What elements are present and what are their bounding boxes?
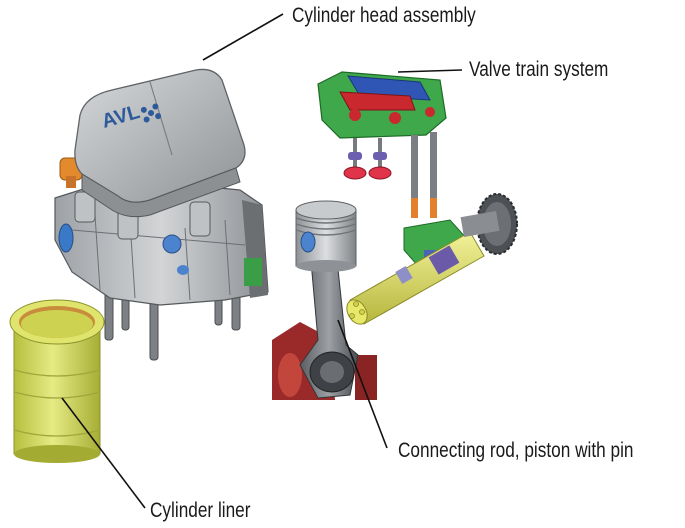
label-valve-train-system: Valve train system <box>469 58 609 81</box>
rocker-arm-red <box>339 91 416 111</box>
valve-cover-ridge <box>149 81 173 156</box>
crank-web-right <box>355 355 377 400</box>
connecting-rod-piston <box>272 200 377 400</box>
leader-cylinder-head <box>202 13 284 61</box>
valve-cover <box>74 68 246 203</box>
piston-rings <box>295 217 357 236</box>
liner-grooves <box>13 369 101 437</box>
leader-connecting-rod <box>337 319 388 449</box>
piston-pin <box>300 231 316 253</box>
leader-lines <box>61 13 463 509</box>
valve-train-system <box>317 71 518 325</box>
lower-port <box>177 265 189 275</box>
push-rods <box>411 132 437 218</box>
exhaust-port <box>162 234 182 254</box>
label-cylinder-liner: Cylinder liner <box>150 499 251 522</box>
label-connecting-rod-piston: Connecting rod, piston with pin <box>398 439 634 462</box>
big-end-bore <box>320 361 344 383</box>
head-green-part <box>244 258 262 286</box>
leader-cylinder-liner <box>61 397 146 509</box>
valve-springs <box>348 152 387 160</box>
avl-logo-mark <box>140 103 162 123</box>
valve-heads <box>343 166 392 180</box>
cylinder-head-assembly: AVL <box>54 68 269 361</box>
valve-cover-lower-rim <box>81 167 241 218</box>
rocker-pivots <box>349 107 435 124</box>
piston-crown <box>295 200 357 220</box>
camshaft <box>346 231 485 325</box>
crank-web <box>278 353 302 397</box>
cylinder-liner <box>9 299 105 463</box>
cam-gear <box>460 193 518 255</box>
leader-valve-train <box>397 69 463 73</box>
label-cylinder-head-assembly: Cylinder head assembly <box>292 4 476 27</box>
intake-port <box>58 223 74 253</box>
